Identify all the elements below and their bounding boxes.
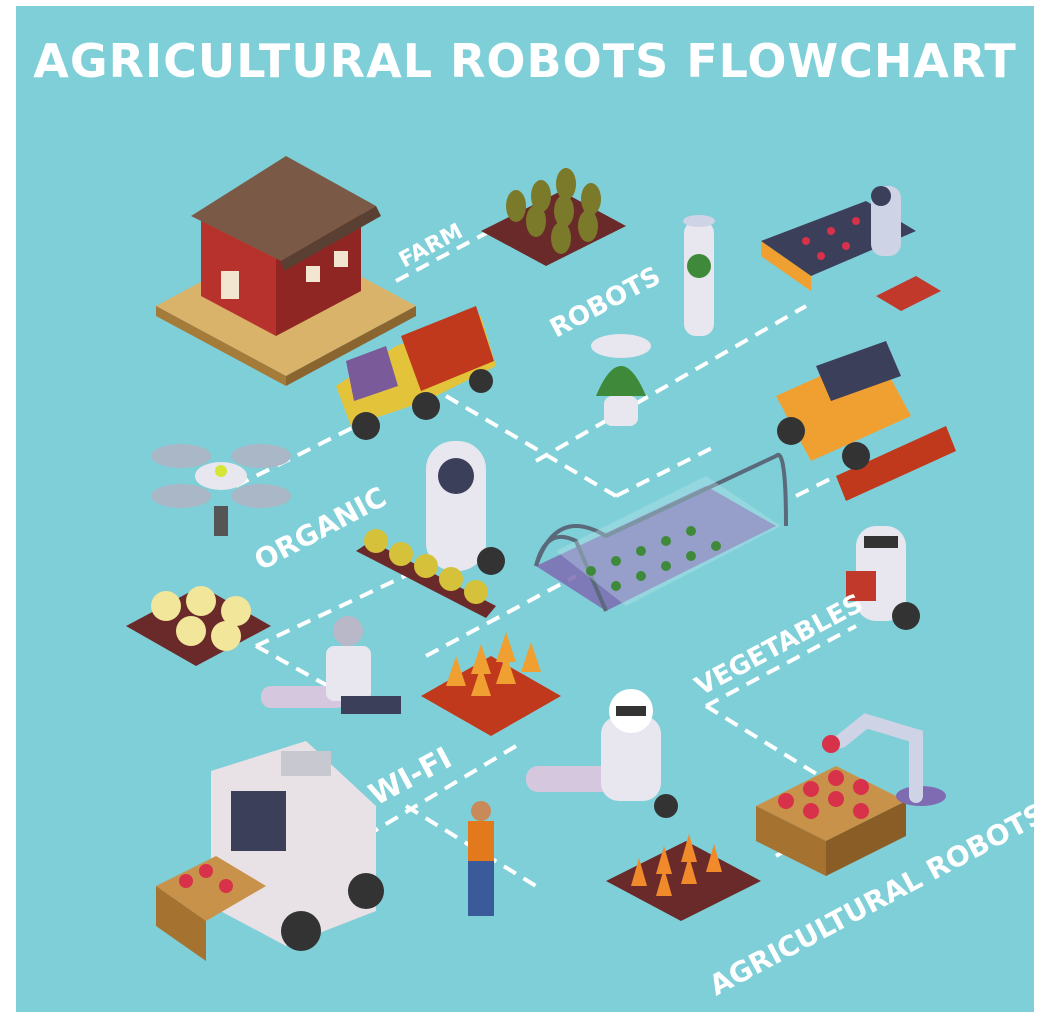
label-wifi: WI-FI [363, 741, 457, 813]
robotic-arm [822, 713, 946, 806]
pear-crop-tile [126, 586, 271, 666]
humanoid-spray-robot [426, 441, 505, 575]
label-vegetables: VEGETABLES [690, 589, 868, 703]
label-robots: ROBOTS [545, 261, 665, 344]
potted-plant-lamp [683, 215, 715, 336]
greenhouse-conveyor-robot [761, 186, 941, 311]
orange-pumpkin-tile [421, 632, 561, 736]
infographic-canvas: AGRICULTURAL ROBOTS FLOWCHART [16, 6, 1034, 1012]
plant-incubator [591, 334, 651, 426]
drone-illustration [151, 444, 291, 536]
tomato-crate [756, 766, 906, 876]
lettuce-row [356, 529, 496, 618]
flowchart-illustration: FARM ROBOTS ORGANIC VEGETABLES WI-FI AGR… [126, 156, 1034, 1002]
barn-illustration [156, 156, 416, 386]
infographic-title: AGRICULTURAL ROBOTS FLOWCHART [33, 34, 1017, 88]
forklift-robot [156, 741, 384, 961]
truck-illustration [336, 306, 496, 440]
carrying-robot [526, 689, 678, 818]
beet-crop-tile [481, 168, 626, 266]
harvester-robot [776, 341, 956, 501]
waiter-robot [846, 526, 920, 630]
carrot-crop-tile [606, 834, 761, 921]
seedling-robot [261, 616, 401, 714]
farmer-figure [468, 801, 494, 916]
greenhouse-illustration [534, 452, 788, 612]
label-farm: FARM [395, 219, 467, 273]
